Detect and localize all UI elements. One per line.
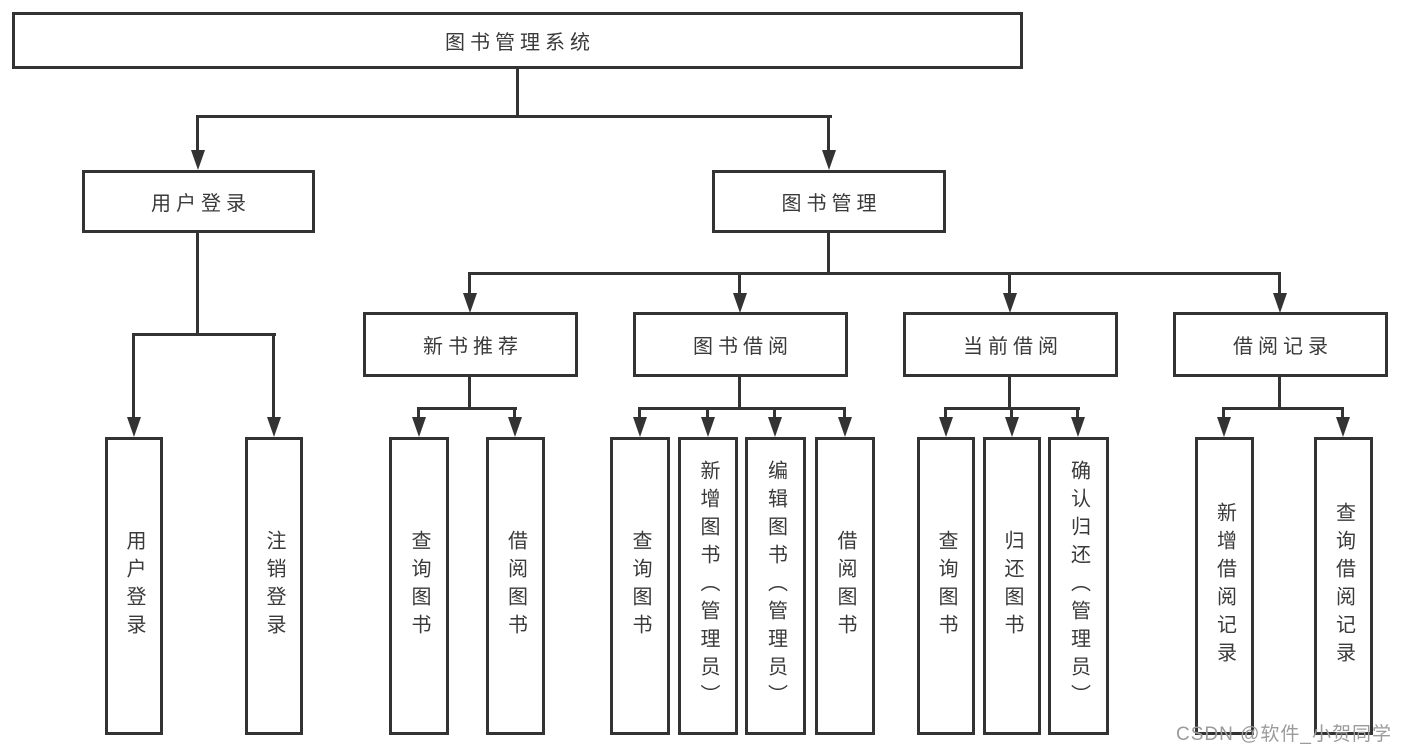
- leaf-confirm-return-admin-label: 确认归还（管理员）: [1067, 460, 1090, 712]
- leaf-logout-label: 注销登录: [263, 530, 285, 642]
- connector-line: [827, 231, 830, 275]
- leaf-borrow-books: 借阅图书: [815, 437, 875, 735]
- leaf-add-books-admin-label: 新增图书（管理员）: [697, 460, 719, 712]
- arrowhead-icon: [1336, 417, 1350, 437]
- leaf-user-login-label: 用户登录: [123, 530, 145, 642]
- arrowhead-icon: [1005, 417, 1019, 437]
- leaf-add-borrow-record: 新增借阅记录: [1195, 437, 1254, 735]
- leaf-borrow-books-recommend: 借阅图书: [486, 437, 545, 735]
- leaf-query-books-current: 查询图书: [917, 437, 975, 735]
- connector-line: [196, 115, 199, 152]
- connector-line: [773, 407, 776, 419]
- connector-line: [827, 115, 830, 152]
- leaf-query-books-borrowing: 查询图书: [610, 437, 670, 735]
- connector-line: [1008, 272, 1011, 295]
- leaf-edit-books-admin-label: 编辑图书（管理员）: [764, 460, 787, 712]
- arrowhead-icon: [768, 417, 782, 437]
- leaf-user-login: 用户登录: [105, 437, 163, 735]
- connector-line: [638, 407, 641, 419]
- leaf-return-books-label: 归还图书: [1001, 530, 1023, 642]
- node-book-management: 图书管理: [712, 170, 946, 233]
- leaf-query-borrow-record: 查询借阅记录: [1314, 437, 1373, 735]
- connector-line: [738, 376, 741, 410]
- leaf-borrow-books-label: 借阅图书: [834, 530, 856, 642]
- connector-line: [468, 376, 471, 410]
- connector-line: [132, 333, 135, 418]
- connector-line: [1278, 376, 1281, 410]
- arrowhead-icon: [1071, 417, 1085, 437]
- leaf-edit-books-admin: 编辑图书（管理员）: [745, 437, 806, 735]
- node-borrowing-records: 借阅记录: [1173, 312, 1388, 377]
- connector-line: [1008, 376, 1011, 410]
- connector-line: [272, 333, 275, 418]
- leaf-logout: 注销登录: [245, 437, 303, 735]
- leaf-borrow-books-recommend-label: 借阅图书: [504, 530, 527, 642]
- leaf-return-books: 归还图书: [983, 437, 1041, 735]
- connector-line: [843, 407, 846, 419]
- node-book-borrowing: 图书借阅: [633, 312, 848, 377]
- leaf-query-books-borrowing-label: 查询图书: [629, 530, 651, 642]
- connector-line: [1341, 407, 1344, 419]
- connector-line: [468, 272, 471, 295]
- connector-line: [1222, 407, 1225, 419]
- connector-line: [1222, 407, 1344, 410]
- arrowhead-icon: [127, 417, 141, 437]
- leaf-add-borrow-record-label: 新增借阅记录: [1213, 502, 1236, 670]
- arrowhead-icon: [412, 417, 426, 437]
- leaf-confirm-return-admin: 确认归还（管理员）: [1048, 437, 1109, 735]
- leaf-query-books-recommend: 查询图书: [389, 437, 449, 735]
- arrowhead-icon: [1217, 417, 1231, 437]
- node-user-login: 用户登录: [82, 170, 315, 233]
- leaf-query-books-recommend-label: 查询图书: [408, 530, 430, 642]
- arrowhead-icon: [733, 293, 747, 313]
- connector-line: [1010, 407, 1013, 419]
- arrowhead-icon: [463, 293, 477, 313]
- connector-line: [196, 231, 199, 336]
- connector-line: [417, 407, 420, 419]
- leaf-query-borrow-record-label: 查询借阅记录: [1332, 502, 1355, 670]
- connector-line: [417, 407, 517, 410]
- connector-line: [738, 272, 741, 295]
- leaf-add-books-admin: 新增图书（管理员）: [678, 437, 738, 735]
- arrowhead-icon: [508, 417, 522, 437]
- connector-line: [706, 407, 709, 419]
- node-library-management-system: 图书管理系统: [12, 12, 1023, 69]
- leaf-query-books-current-label: 查询图书: [935, 530, 957, 642]
- connector-line: [468, 272, 1281, 275]
- node-new-book-recommendation: 新书推荐: [363, 312, 578, 377]
- connector-line: [944, 407, 947, 419]
- connector-line: [638, 407, 846, 410]
- connector-line: [132, 333, 276, 336]
- connector-line: [196, 115, 832, 118]
- arrowhead-icon: [822, 150, 836, 170]
- arrowhead-icon: [939, 417, 953, 437]
- arrowhead-icon: [1003, 293, 1017, 313]
- arrowhead-icon: [633, 417, 647, 437]
- arrowhead-icon: [267, 417, 281, 437]
- arrowhead-icon: [838, 417, 852, 437]
- watermark: CSDN @软件_小贺同学: [1176, 724, 1392, 745]
- connector-line: [1076, 407, 1079, 419]
- arrowhead-icon: [191, 150, 205, 170]
- connector-line: [1278, 272, 1281, 295]
- arrowhead-icon: [701, 417, 715, 437]
- connector-line: [516, 68, 519, 118]
- node-current-borrowing: 当前借阅: [903, 312, 1118, 377]
- arrowhead-icon: [1273, 293, 1287, 313]
- connector-line: [513, 407, 516, 419]
